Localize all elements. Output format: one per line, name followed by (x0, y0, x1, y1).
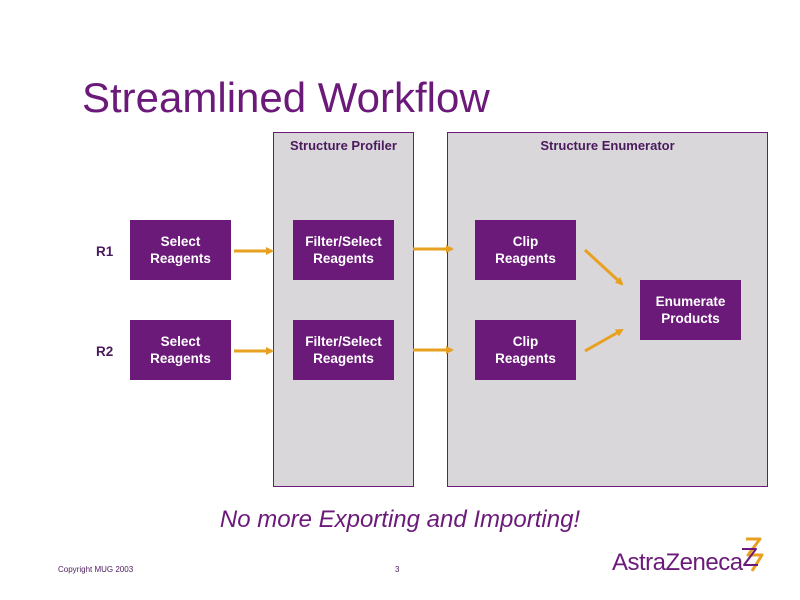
enumerate-products-box: Enumerate Products (640, 280, 741, 340)
page-title: Streamlined Workflow (82, 74, 490, 121)
astrazeneca-logo: AstraZeneca (612, 549, 743, 576)
tagline: No more Exporting and Importing! (219, 506, 581, 533)
select-reagents-r1-box: Select Reagents (130, 220, 231, 280)
filter-select-reagents-r1-box: Filter/Select Reagents (293, 220, 394, 280)
arrow-clip-r2-to-enumerate (584, 328, 624, 353)
row-label-r2: R2 (96, 344, 114, 359)
page-number: 3 (395, 565, 400, 574)
structure-profiler-panel (273, 132, 414, 487)
row-label-r1: R1 (96, 244, 114, 259)
clip-reagents-r1-box: Clip Reagents (475, 220, 576, 280)
astrazeneca-logo-icon (742, 537, 764, 572)
filter-select-reagents-r2-box: Filter/Select Reagents (293, 320, 394, 380)
select-reagents-r2-box: Select Reagents (130, 320, 231, 380)
arrow-clip-r1-to-enumerate (583, 248, 624, 286)
structure-profiler-label: Structure Profiler (290, 138, 397, 153)
clip-reagents-r2-box: Clip Reagents (475, 320, 576, 380)
footer-copyright: Copyright MUG 2003 (58, 565, 134, 574)
structure-enumerator-label: Structure Enumerator (540, 138, 675, 153)
